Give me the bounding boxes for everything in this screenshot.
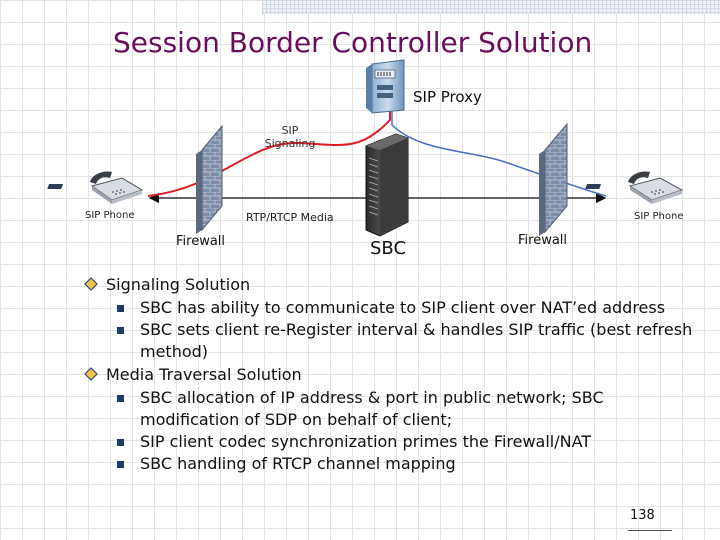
bullet-item: SBC allocation of IP address & port in p…: [84, 387, 704, 431]
top-decorative-band: [262, 0, 720, 14]
bullet-item-text: SBC has ability to communicate to SIP cl…: [140, 298, 666, 317]
square-bullet-icon: [117, 305, 124, 312]
bullet-item-text: SBC sets client re-Register interval & h…: [140, 320, 693, 361]
page-number-underline: [628, 530, 672, 531]
rtp-media-label: RTP/RTCP Media: [246, 211, 334, 224]
bullet-item: SBC handling of RTCP channel mapping: [84, 453, 704, 475]
page-number: 138: [630, 508, 655, 523]
sip-proxy-icon: [366, 59, 405, 114]
square-bullet-icon: [117, 461, 124, 468]
signaling-curve-right: [391, 110, 607, 197]
firewall-right-icon: [539, 122, 568, 236]
bullet-item: SIP client codec synchronization primes …: [84, 431, 704, 453]
sbc-server-icon: [365, 133, 409, 237]
phone-right-icon: [585, 171, 684, 204]
sip-phone-right-label: SIP Phone: [634, 211, 684, 222]
bullet-heading-text: Media Traversal Solution: [106, 365, 302, 384]
bullet-heading-signaling: Signaling Solution: [84, 273, 704, 297]
square-bullet-icon: [117, 327, 124, 334]
sip-proxy-label: SIP Proxy: [413, 88, 482, 106]
firewall-right-label: Firewall: [518, 233, 568, 248]
bullet-item-text: SBC allocation of IP address & port in p…: [140, 388, 604, 429]
sip-phone-left-label: SIP Phone: [85, 210, 135, 221]
diamond-bullet-icon: [84, 367, 98, 381]
square-bullet-icon: [117, 395, 124, 402]
firewall-left-label: Firewall: [176, 234, 226, 249]
bullet-list: Signaling Solution SBC has ability to co…: [84, 273, 704, 475]
network-diagram: [47, 59, 684, 237]
bullet-item-text: SIP client codec synchronization primes …: [140, 432, 592, 451]
square-bullet-icon: [117, 439, 124, 446]
sbc-label: SBC: [370, 238, 407, 259]
bullet-item: SBC has ability to communicate to SIP cl…: [84, 297, 704, 319]
slide-title: Session Border Controller Solution: [113, 26, 593, 59]
signaling-curve-left: [147, 110, 391, 197]
bullet-item: SBC sets client re-Register interval & h…: [84, 319, 704, 363]
bullet-heading-media: Media Traversal Solution: [84, 363, 704, 387]
firewall-left-icon: [196, 124, 223, 234]
phone-left-icon: [47, 171, 144, 204]
diamond-bullet-icon: [84, 277, 98, 291]
bullet-heading-text: Signaling Solution: [106, 275, 251, 294]
sip-signaling-label: SIP Signaling: [264, 124, 316, 150]
bullet-item-text: SBC handling of RTCP channel mapping: [140, 454, 456, 473]
